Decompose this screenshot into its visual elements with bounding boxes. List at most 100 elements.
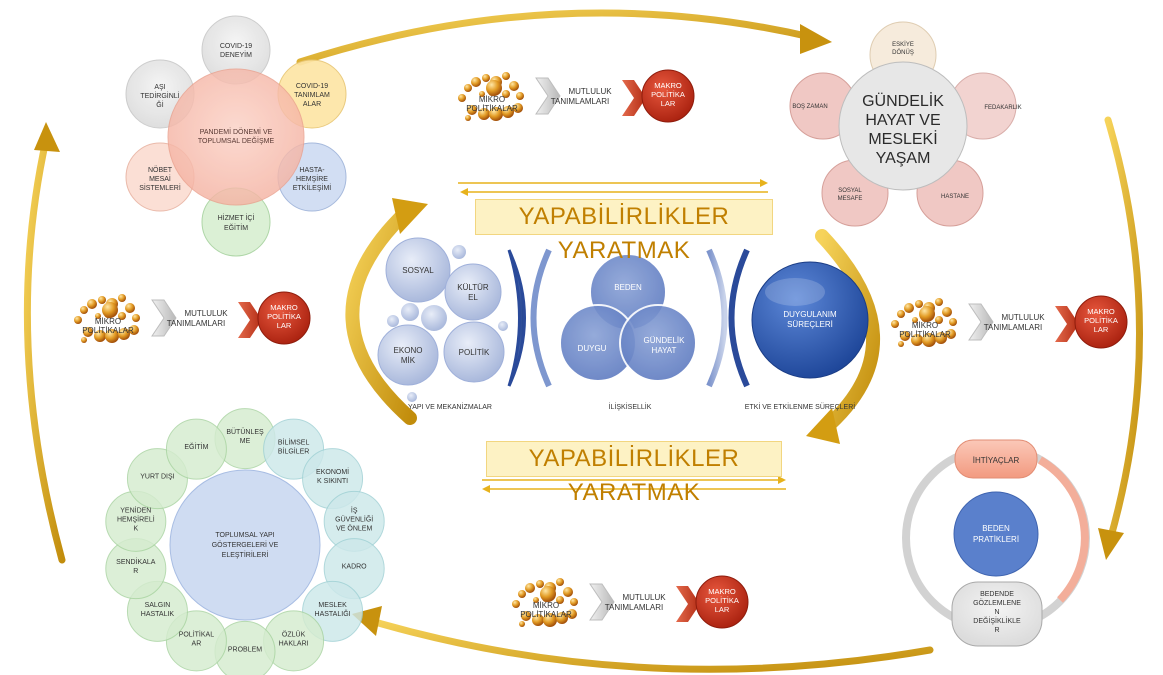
outer-flow-arrows bbox=[23, 9, 1143, 673]
top-arrow-head bbox=[800, 24, 832, 54]
bottom-arrow bbox=[364, 616, 934, 673]
bracket-left-2 bbox=[530, 248, 552, 388]
micro-orb bbox=[891, 320, 899, 328]
thin-arrow-bottom-1-head bbox=[778, 476, 786, 484]
micro-orb bbox=[516, 92, 524, 100]
chevron-right-icon bbox=[535, 77, 561, 115]
micro-orb bbox=[458, 94, 466, 102]
micro-orb bbox=[536, 580, 544, 588]
micro-orb bbox=[502, 106, 514, 118]
micro-orb bbox=[98, 296, 106, 304]
micro-orb bbox=[556, 612, 568, 624]
tr-center bbox=[838, 61, 968, 191]
micro-orb bbox=[94, 330, 106, 342]
micro-orb bbox=[512, 600, 520, 608]
micro-orb bbox=[897, 310, 905, 318]
macro-policies-circle bbox=[257, 291, 311, 345]
right-arrow-head bbox=[1098, 528, 1124, 560]
bubble-sosyal bbox=[385, 237, 451, 303]
right-arrow bbox=[1104, 116, 1143, 544]
venn-beden-label: BEDEN bbox=[614, 283, 642, 292]
center-panel bbox=[377, 237, 869, 402]
micro-orb bbox=[467, 105, 477, 115]
micro-orb bbox=[83, 327, 93, 337]
emotion-sphere-shine bbox=[765, 278, 825, 306]
label-affect-processes: ETKİ VE ETKİLENME SÜREÇLERİ bbox=[745, 402, 856, 411]
chevron-right-icon bbox=[589, 583, 615, 621]
macro-policies-circle bbox=[695, 575, 749, 629]
left-arrow-head bbox=[34, 122, 60, 152]
banner-top: YAPABİLİRLİKLER YARATMAK bbox=[475, 199, 773, 264]
bl-ring bbox=[105, 408, 385, 675]
micro-orb bbox=[125, 303, 135, 313]
micro-orb bbox=[80, 306, 88, 314]
inner-flow-arrows bbox=[345, 198, 880, 444]
left-arrow bbox=[23, 136, 66, 564]
br-needs-label: İHTİYAÇLAR bbox=[973, 456, 1020, 465]
micro-orb bbox=[502, 90, 510, 98]
micro-orb bbox=[118, 294, 126, 302]
deco-bubble bbox=[407, 392, 417, 402]
bubble-politik-label: POLİTİK bbox=[459, 348, 490, 357]
micro-orb bbox=[521, 611, 531, 621]
micro-orb-large bbox=[540, 586, 556, 602]
micro-orb-large bbox=[486, 80, 502, 96]
thin-arrow-top-1-head bbox=[760, 179, 768, 187]
chevron-right-red-icon bbox=[676, 586, 700, 622]
top-right-cluster bbox=[789, 21, 1017, 227]
br-body-circle bbox=[953, 491, 1039, 577]
micro-orb bbox=[81, 337, 87, 343]
micro-orb bbox=[922, 333, 936, 347]
micro-orb bbox=[570, 598, 578, 606]
venn-gundelik bbox=[619, 304, 697, 382]
micro-orb bbox=[513, 103, 523, 113]
inner-left-arrow bbox=[345, 211, 417, 425]
bl-ring-label: YURT DIŞI bbox=[140, 474, 174, 481]
micro-orb bbox=[942, 307, 952, 317]
micro-orb bbox=[129, 325, 139, 335]
bottom-left-cluster bbox=[105, 408, 385, 675]
micro-orb bbox=[556, 596, 564, 604]
deco-bubble bbox=[421, 305, 447, 331]
micro-orb bbox=[471, 77, 481, 87]
micro-orb bbox=[949, 318, 957, 326]
bubble-kultur bbox=[444, 263, 502, 321]
tr-petal-sacrifice-label: FEDAKARLIK bbox=[984, 105, 1021, 111]
micro-orb bbox=[912, 317, 918, 323]
micro-orb bbox=[911, 334, 923, 346]
thin-arrow-top-2-head bbox=[460, 188, 468, 196]
micro-orb bbox=[518, 590, 526, 598]
tl-center bbox=[167, 68, 305, 206]
bl-ring-label: PROBLEM bbox=[228, 646, 262, 653]
thin-arrow-bottom-2-head bbox=[482, 485, 490, 493]
micro-orb bbox=[946, 329, 956, 339]
